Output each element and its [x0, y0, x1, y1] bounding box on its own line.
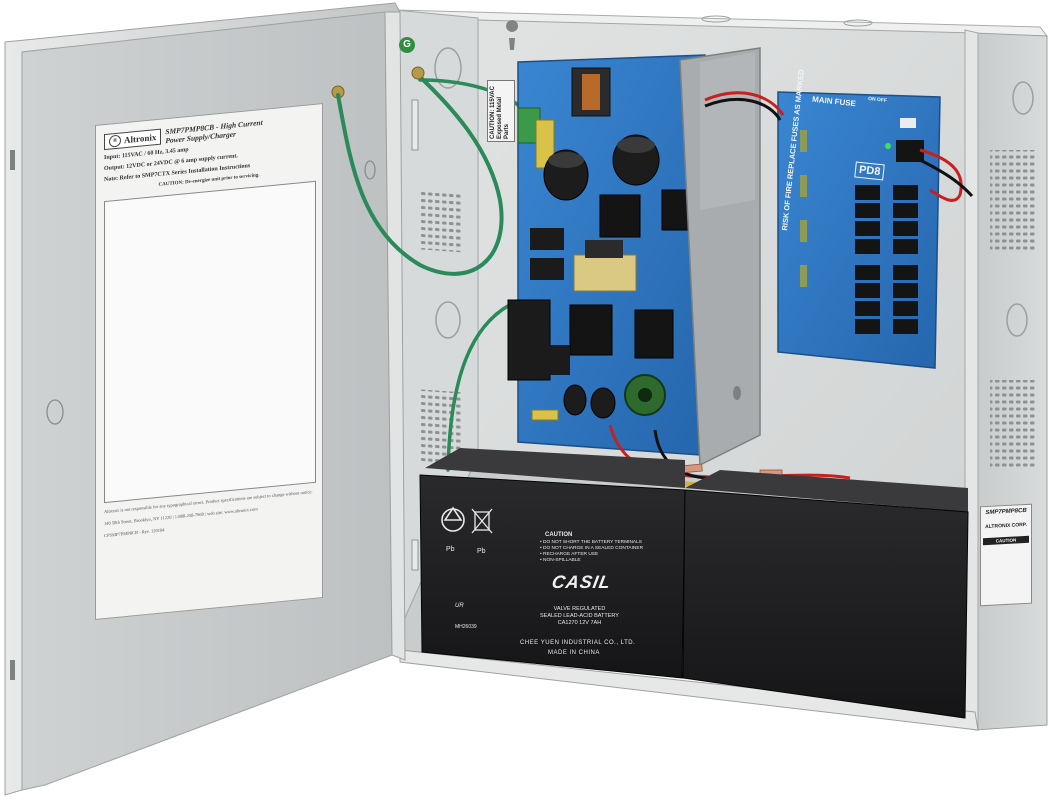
battery-caution-item: • DO NOT CHARGE IN A SEALED CONTAINER — [540, 546, 644, 551]
battery-made-in: MADE IN CHINA — [548, 650, 600, 656]
side-label-warning: CAUTION — [983, 535, 1029, 546]
battery-pb-label-1: Pb — [446, 546, 455, 553]
altronix-logo: ® Altronix — [104, 128, 162, 151]
battery-pb-label-2: Pb — [477, 548, 486, 555]
heatsink-2 — [661, 189, 691, 231]
transformer-2-core — [585, 240, 623, 258]
door-instruction-label: ® Altronix SMP7PMP8CB - High Current Pow… — [95, 103, 323, 621]
battery-right-body — [682, 489, 969, 719]
heatsink-3 — [569, 304, 613, 356]
enclosure-right-flange — [964, 29, 979, 732]
battery-right-top — [685, 470, 968, 512]
fuse-output — [531, 409, 559, 421]
pd8-terminals-right — [893, 185, 918, 334]
pd8-input-terminal — [896, 140, 924, 162]
battery-caution-title: CAUTION — [545, 532, 573, 538]
battery-brand: CASIL — [550, 572, 613, 592]
shield-hole — [733, 386, 741, 400]
pd8-led — [885, 143, 891, 149]
ground-stud — [411, 66, 425, 80]
battery-manufacturer: CHEE YUEN INDUSTRIAL CO., LTD. — [520, 640, 636, 646]
capacitor-small-1 — [563, 384, 587, 416]
black-wire-pd8 — [919, 158, 974, 198]
battery-caution-item: • RECHARGE AFTER USE — [540, 552, 599, 557]
knockout-right-mid — [1006, 303, 1028, 337]
transformer-1-core — [582, 74, 600, 110]
battery-caution-item: • DO NOT SHORT THE BATTERY TERMINALS — [540, 540, 642, 545]
battery-caution-item: • NON-SPILLABLE — [540, 558, 581, 563]
door-latch-hole — [364, 160, 376, 180]
louver-right-lower — [990, 380, 1035, 470]
brand-mark-icon: ® — [109, 134, 121, 148]
battery-ul-code: MH26039 — [455, 624, 477, 630]
door-hinge-top — [10, 150, 15, 170]
relay-3 — [545, 345, 570, 375]
ground-wire-door — [336, 73, 504, 276]
transformer-2 — [573, 254, 637, 292]
battery-sealed-line: SEALED LEAD-ACID BATTERY — [540, 613, 619, 619]
red-wire-pd8 — [919, 148, 963, 202]
battery-left-top — [425, 448, 685, 488]
ground-marker-icon: G — [399, 37, 415, 53]
side-label-corp: ALTRONIX CORP. — [985, 521, 1027, 531]
door-flange — [384, 11, 406, 661]
ground-wire-battery — [446, 298, 522, 472]
knockout-top-2 — [843, 19, 873, 27]
knockout-top-1 — [701, 15, 731, 23]
capacitor-large-1-top — [548, 152, 584, 168]
black-wire-top — [704, 97, 782, 121]
pd8-switch — [900, 118, 916, 128]
heatsink-1 — [599, 194, 641, 238]
latch-slot — [411, 99, 419, 151]
terminal-block-output — [507, 299, 551, 381]
battery-valve-line: VALVE REGULATED — [553, 606, 606, 612]
knockout-left-mid — [435, 301, 461, 339]
relay-2 — [530, 258, 564, 280]
side-model-label: SMP7PMP8CB ALTRONIX CORP. CAUTION — [980, 503, 1032, 607]
recycle-icon — [441, 506, 465, 532]
battery-spec: VALVE REGULATED SEALED LEAD-ACID BATTERY… — [540, 606, 619, 627]
battery-ul-mark: UR — [455, 603, 464, 609]
louver-right-upper — [990, 150, 1035, 250]
keyhole-slot — [506, 20, 519, 50]
heatsink-4 — [634, 309, 674, 359]
toroid-inductor-hole — [638, 388, 652, 402]
pd8-terminals-left — [855, 185, 880, 334]
caution-tag-ac: CAUTION: 115VAC Exposed Metal Parts — [487, 80, 515, 142]
wiring-diagram — [104, 180, 316, 504]
knockout-left-top — [434, 47, 462, 89]
louver-left-upper — [420, 189, 462, 253]
pd8-fuse-row — [800, 130, 807, 287]
door-hinge-bottom — [10, 660, 15, 680]
battery-model-line: CA1270 12V 7AH — [557, 620, 602, 626]
side-label-model: SMP7PMP8CB — [985, 507, 1027, 517]
relay-1 — [530, 228, 564, 250]
brand-name: Altronix — [124, 132, 157, 146]
capacitor-large-2-top — [617, 137, 655, 153]
latch-slot-lower — [411, 539, 419, 571]
knockout-right-top — [1012, 81, 1034, 115]
shield-plate-highlight — [700, 52, 755, 210]
capacitor-small-2 — [590, 387, 616, 419]
no-trash-icon — [471, 508, 493, 534]
pd8-model-label: PD8 — [854, 161, 886, 181]
red-wire-top — [704, 91, 785, 116]
battery-caution-list: • DO NOT SHORT THE BATTERY TERMINALS • D… — [540, 540, 643, 564]
door-hole — [46, 399, 64, 425]
